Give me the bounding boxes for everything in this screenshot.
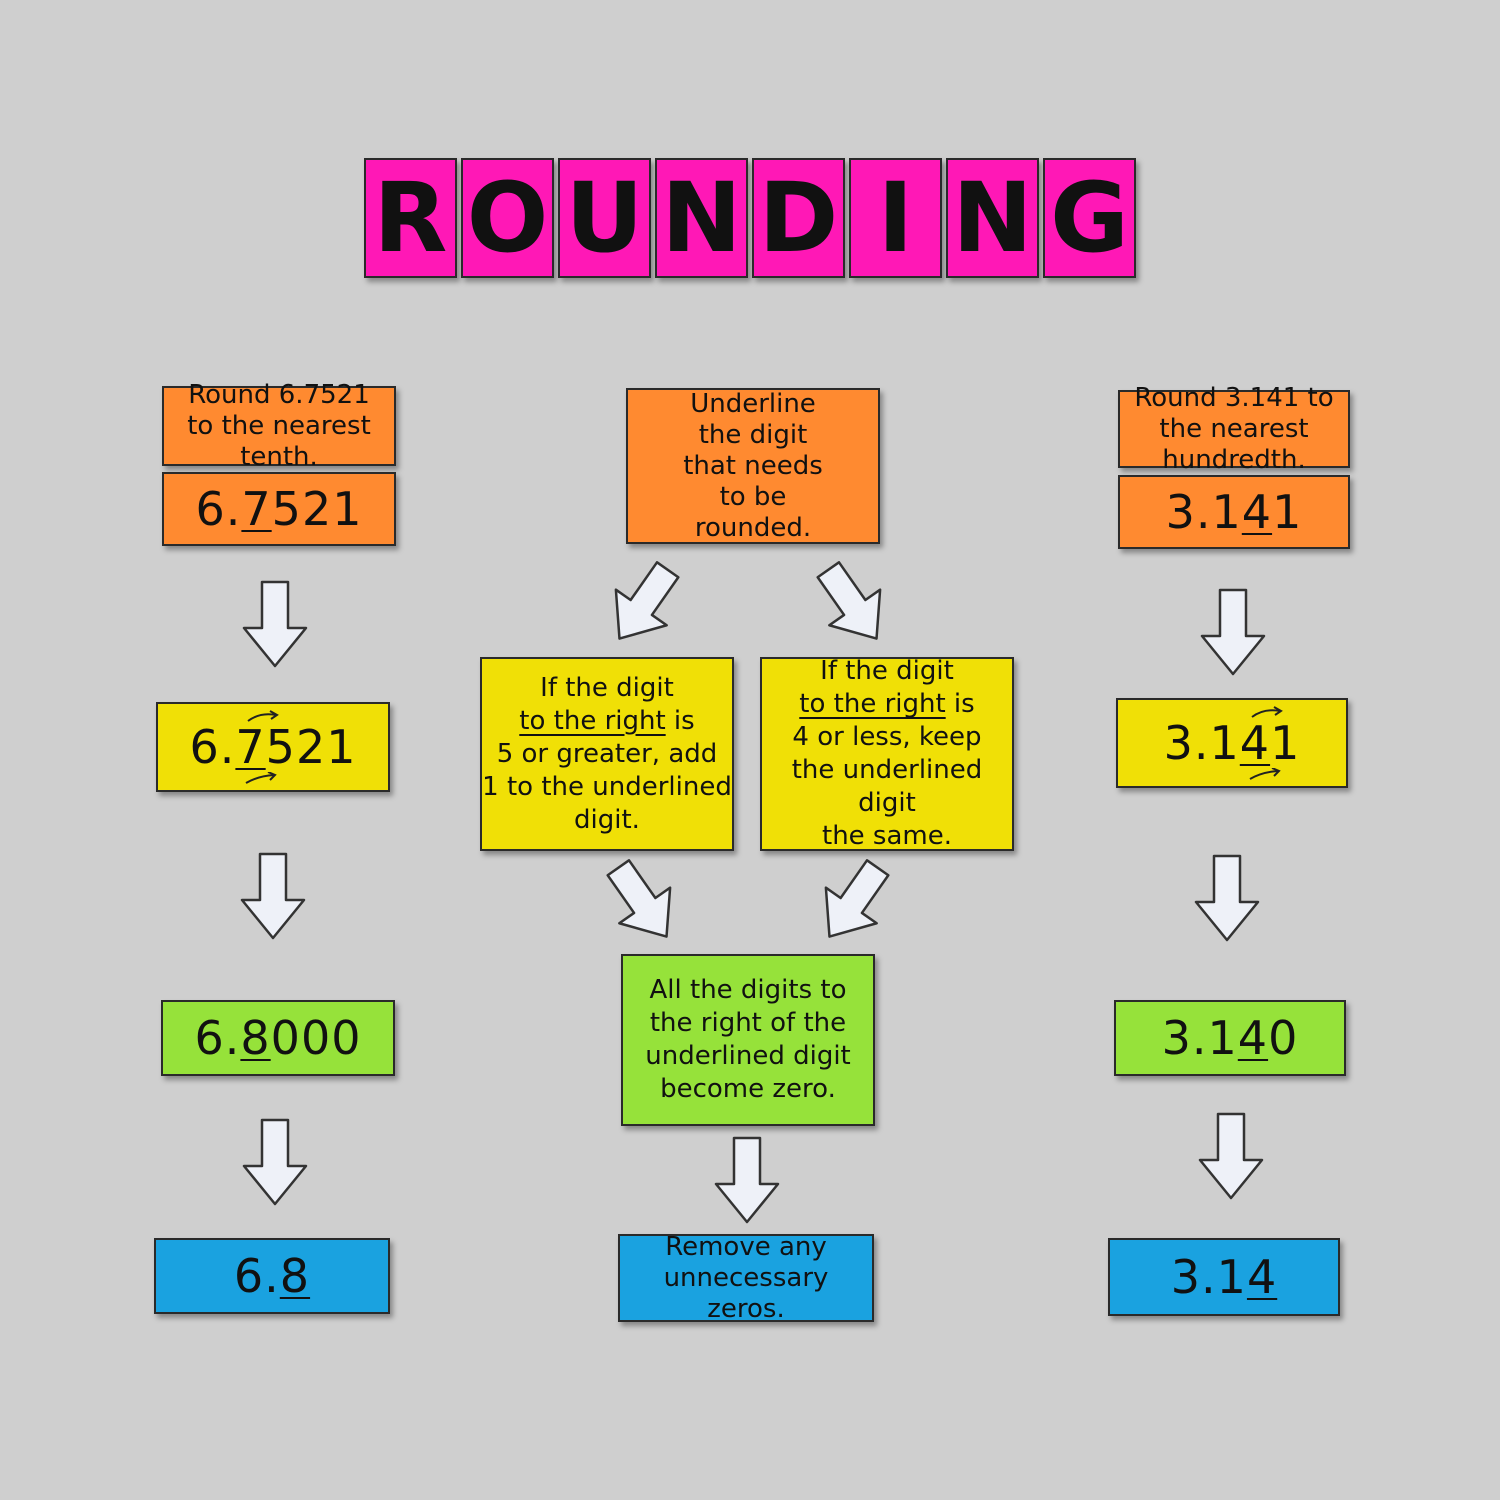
underline-instruction-card: Underline the digit that needs to be rou… bbox=[626, 388, 880, 544]
zeros-instruction-text: All the digits to the right of the under… bbox=[645, 975, 851, 1104]
rule-round-up-text: If the digit to the right is 5 or greate… bbox=[482, 672, 732, 837]
next-digit-marked: 5 bbox=[245, 710, 296, 784]
underlined-digit: 4 bbox=[1237, 1011, 1269, 1065]
rule-keep-same-text: If the digit to the right is 4 or less, … bbox=[762, 655, 1012, 853]
rule-keep-same-card: If the digit to the right is 4 or less, … bbox=[760, 655, 1014, 853]
digits-before: 6. bbox=[194, 1011, 241, 1065]
rule-emphasis: to the right bbox=[799, 689, 946, 719]
right-prompt-text: Round 3.141 to the nearest hundredth. bbox=[1134, 382, 1334, 475]
curved-arrow-icon bbox=[247, 710, 279, 722]
digits-after: 521 bbox=[271, 482, 363, 536]
title-letter: N bbox=[946, 158, 1039, 278]
remove-zeros-card: Remove any unnecessary zeros. bbox=[618, 1231, 874, 1324]
number-display: 3.141 bbox=[1166, 485, 1303, 539]
underline-instruction-text: Underline the digit that needs to be rou… bbox=[683, 388, 823, 543]
rule-emphasis: to the right bbox=[519, 705, 666, 736]
right-step4-card: 3.14 bbox=[1108, 1238, 1340, 1316]
number-display: 3.14 bbox=[1171, 1250, 1277, 1304]
rule-line: 4 or less, keep bbox=[792, 722, 982, 752]
down-arrow-icon bbox=[1194, 854, 1260, 942]
rule-round-up-card: If the digit to the right is 5 or greate… bbox=[480, 657, 734, 851]
down-right-arrow-icon bbox=[606, 859, 672, 938]
digits-before: 6. bbox=[233, 1249, 280, 1303]
underlined-digit: 4 bbox=[1241, 485, 1273, 539]
digits-after: 1 bbox=[1272, 485, 1303, 539]
down-arrow-icon bbox=[242, 1118, 308, 1206]
title-letter: N bbox=[655, 158, 748, 278]
right-step2-card: 3.141 bbox=[1116, 698, 1348, 788]
right-prompt-card: Round 3.141 to the nearest hundredth. bbox=[1118, 383, 1350, 475]
down-arrow-icon bbox=[714, 1136, 780, 1224]
right-step1-card: 3.141 bbox=[1118, 475, 1350, 549]
digits-before: 6. bbox=[189, 720, 236, 774]
down-arrow-icon bbox=[1198, 1112, 1264, 1200]
rule-line: 1 to the underlined bbox=[482, 771, 732, 802]
down-left-arrow-icon bbox=[614, 561, 680, 640]
down-arrow-icon bbox=[240, 852, 306, 940]
underlined-digit: 8 bbox=[279, 1249, 311, 1303]
rule-line: If the digit bbox=[540, 672, 674, 703]
down-right-arrow-icon bbox=[816, 561, 882, 640]
down-left-arrow-icon bbox=[824, 859, 890, 938]
zeros-instruction-card: All the digits to the right of the under… bbox=[621, 954, 875, 1126]
digits-after: 000 bbox=[270, 1011, 362, 1065]
number-display: 3.140 bbox=[1162, 1011, 1299, 1065]
rule-line: to the right is bbox=[762, 688, 1012, 721]
underlined-digit: 8 bbox=[240, 1011, 271, 1065]
curved-arrow-icon bbox=[245, 772, 277, 784]
digits-before: 3.1 bbox=[1170, 1250, 1247, 1304]
title-letter: O bbox=[461, 158, 554, 278]
underlined-digit: 4 bbox=[1239, 716, 1271, 770]
number-display: 3.141 bbox=[1163, 706, 1301, 780]
digits-before: 3.1 bbox=[1161, 1011, 1238, 1065]
title-letter: I bbox=[849, 158, 942, 278]
digits-after: 21 bbox=[295, 720, 357, 774]
curved-arrow-icon bbox=[1251, 706, 1283, 718]
rule-line-tail: is bbox=[665, 705, 695, 736]
rule-line: digit. bbox=[574, 804, 640, 835]
title-letter: R bbox=[364, 158, 457, 278]
next-digit-marked: 1 bbox=[1249, 706, 1301, 780]
underlined-digit: 4 bbox=[1246, 1250, 1278, 1304]
number-display: 6.8 bbox=[234, 1249, 310, 1303]
rule-line-tail: is bbox=[945, 689, 975, 719]
down-arrow-icon bbox=[1200, 588, 1266, 676]
remove-zeros-text: Remove any unnecessary zeros. bbox=[663, 1231, 829, 1324]
underlined-digit: 7 bbox=[235, 720, 266, 774]
left-step3-card: 6.8000 bbox=[161, 1000, 395, 1076]
underlined-digit: 7 bbox=[241, 482, 272, 536]
right-step3-card: 3.140 bbox=[1114, 1000, 1346, 1076]
down-arrow-icon bbox=[242, 580, 308, 668]
left-step1-card: 6.7521 bbox=[162, 472, 396, 546]
next-digit: 1 bbox=[1270, 716, 1301, 770]
left-prompt-card: Round 6.7521 to the nearest tenth. bbox=[162, 380, 396, 472]
rule-line: 5 or greater, add bbox=[496, 738, 718, 769]
rule-line: If the digit bbox=[820, 656, 954, 686]
digits-before: 6. bbox=[195, 482, 242, 536]
title-letter: D bbox=[752, 158, 845, 278]
rule-line: the same. bbox=[822, 821, 952, 851]
next-digit: 5 bbox=[265, 720, 296, 774]
number-display: 6.7521 bbox=[196, 482, 363, 536]
rule-line: to the right is bbox=[482, 705, 732, 738]
title-letter: U bbox=[558, 158, 651, 278]
title-letter: G bbox=[1043, 158, 1136, 278]
rule-line: the underlined digit bbox=[791, 755, 983, 818]
digits-before: 3.1 bbox=[1163, 716, 1240, 770]
digits-before: 3.1 bbox=[1165, 485, 1242, 539]
number-display: 6.8000 bbox=[195, 1011, 362, 1065]
left-step4-card: 6.8 bbox=[154, 1238, 390, 1314]
left-prompt-text: Round 6.7521 to the nearest tenth. bbox=[187, 379, 371, 472]
curved-arrow-icon bbox=[1249, 768, 1281, 780]
digits-after: 0 bbox=[1268, 1011, 1299, 1065]
